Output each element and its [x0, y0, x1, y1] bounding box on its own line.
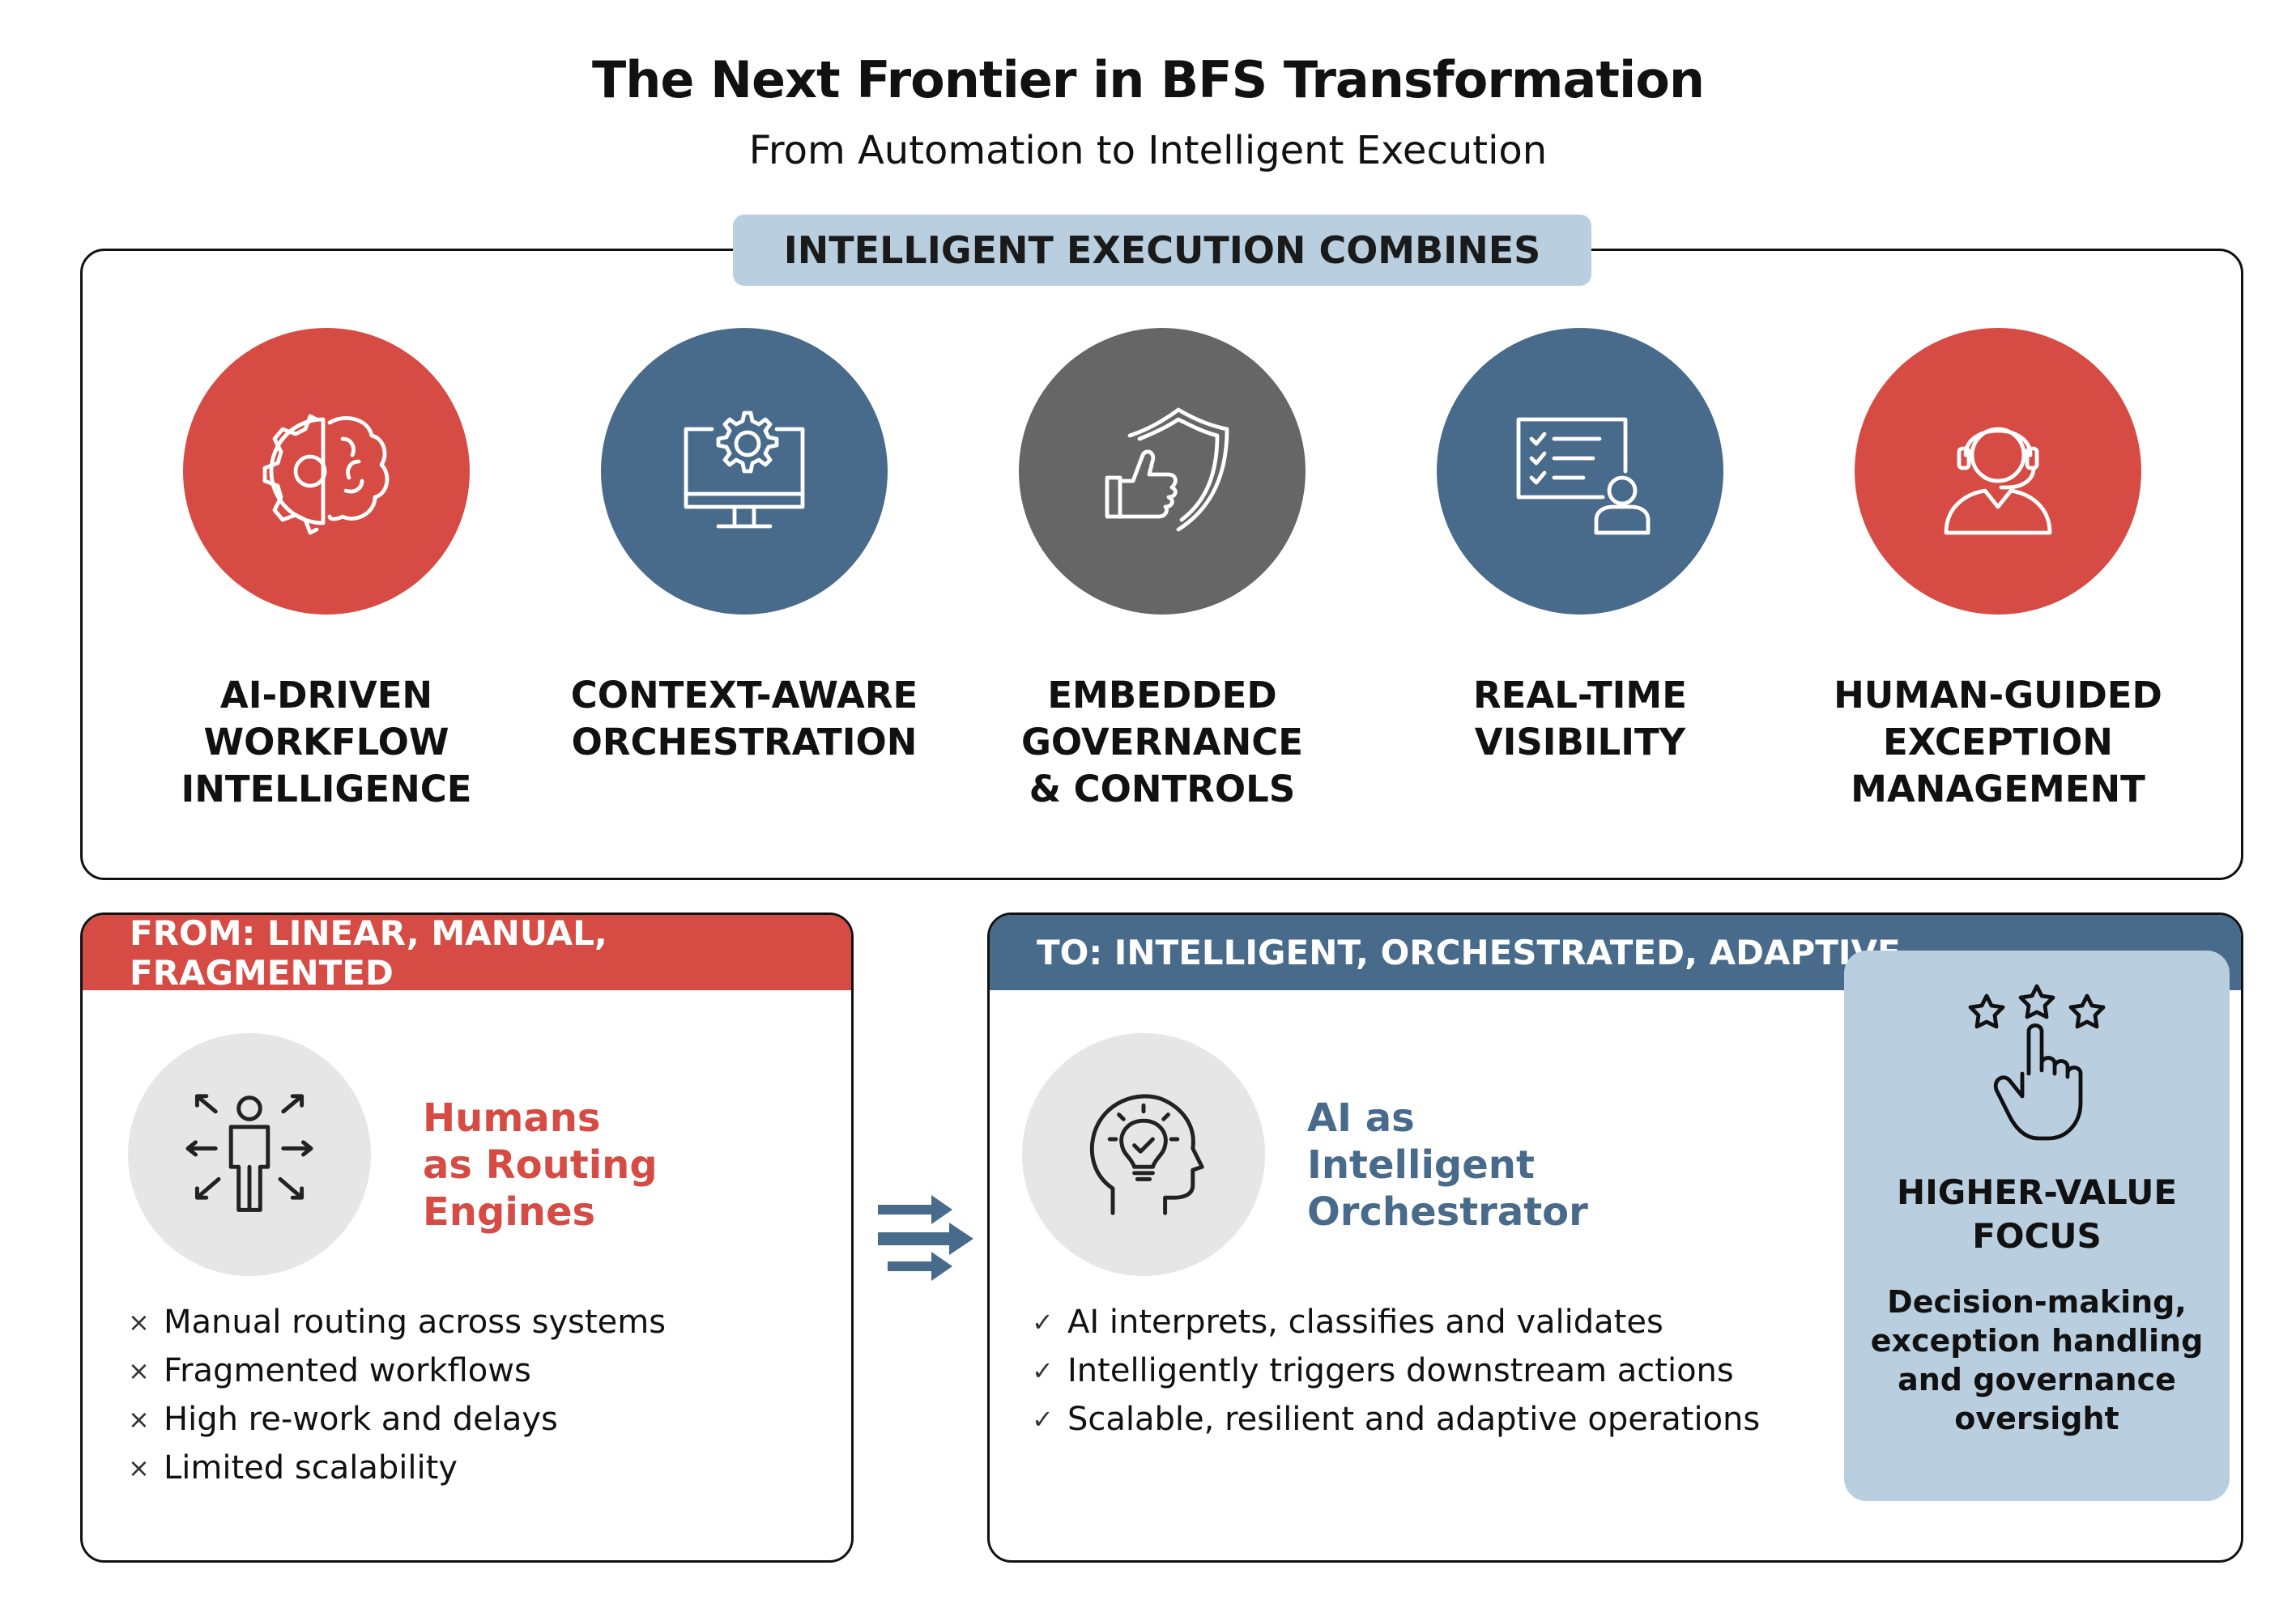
- from-panel: FROM: LINEAR, MANUAL, FRAGMENTED Humans …: [80, 912, 854, 1563]
- cross-icon: ×: [128, 1307, 150, 1338]
- person-arrows-icon: [185, 1094, 313, 1212]
- capability-ai-driven: [183, 328, 470, 615]
- from-role-title: Humans as Routing Engines: [423, 1095, 658, 1235]
- transition-arrows-icon: [878, 1195, 973, 1281]
- stars-hand-icon: [1968, 984, 2106, 1141]
- capability-label-context-aware: CONTEXT-AWARE ORCHESTRATION: [570, 674, 918, 764]
- monitor-gear-icon: [684, 411, 805, 529]
- capability-human-guided: [1855, 328, 2141, 615]
- list-item: ✓Intelligently triggers downstream actio…: [1032, 1352, 1734, 1389]
- capability-label-ai-driven: AI-DRIVEN WORKFLOW INTELLIGENCE: [181, 674, 472, 810]
- to-panel: TO: INTELLIGENT, ORCHESTRATED, ADAPTIVE …: [987, 912, 2243, 1563]
- check-icon: ✓: [1032, 1404, 1054, 1435]
- check-icon: ✓: [1032, 1307, 1054, 1338]
- capability-context-aware: [601, 328, 888, 615]
- focus-heading: HIGHER-VALUE FOCUS: [1896, 1172, 2178, 1256]
- list-item: ×High re-work and delays: [128, 1401, 558, 1438]
- head-lightbulb-icon: [1089, 1094, 1204, 1215]
- from-heading: FROM: LINEAR, MANUAL, FRAGMENTED: [83, 915, 851, 993]
- cross-icon: ×: [128, 1453, 150, 1483]
- to-benefits-list: ✓AI interprets, classifies and validates…: [1032, 1298, 1760, 1444]
- capability-embedded-governance: [1019, 328, 1306, 615]
- list-item: ✓AI interprets, classifies and validates: [1032, 1304, 1663, 1341]
- cross-icon: ×: [128, 1355, 150, 1386]
- capability-real-time-visibility: [1437, 328, 1723, 615]
- capability-label-human-guided: HUMAN-GUIDED EXCEPTION MANAGEMENT: [1834, 674, 2162, 810]
- list-item: ×Fragmented workflows: [128, 1352, 531, 1389]
- check-icon: ✓: [1032, 1355, 1054, 1386]
- higher-value-focus-card: HIGHER-VALUE FOCUS Decision-making, exce…: [1844, 951, 2230, 1501]
- router-person-circle: [128, 1033, 371, 1276]
- page-title: The Next Frontier in BFS Transformation: [592, 50, 1705, 109]
- checklist-user-icon: [1516, 417, 1651, 535]
- shield-thumbs-up-icon: [1105, 407, 1229, 532]
- focus-description: Decision-making, exception handling and …: [1870, 1284, 2204, 1436]
- ai-head-circle: [1022, 1033, 1265, 1276]
- list-item: ✓Scalable, resilient and adaptive operat…: [1032, 1401, 1761, 1438]
- page-subtitle: From Automation to Intelligent Execution: [748, 128, 1548, 173]
- capability-label-embedded-governance: EMBEDDED GOVERNANCE & CONTROLS: [1020, 674, 1304, 810]
- from-issues-list: ×Manual routing across systems ×Fragment…: [128, 1298, 666, 1492]
- capabilities-badge: INTELLIGENT EXECUTION COMBINES: [733, 215, 1591, 286]
- capability-label-real-time-visibility: REAL-TIME VISIBILITY: [1473, 674, 1687, 764]
- headset-agent-icon: [1944, 427, 2052, 535]
- cross-icon: ×: [128, 1404, 150, 1435]
- list-item: ×Manual routing across systems: [128, 1304, 667, 1341]
- to-role-title: AI as Intelligent Orchestrator: [1307, 1095, 1588, 1235]
- list-item: ×Limited scalability: [128, 1449, 458, 1487]
- gear-brain-icon: [262, 414, 390, 535]
